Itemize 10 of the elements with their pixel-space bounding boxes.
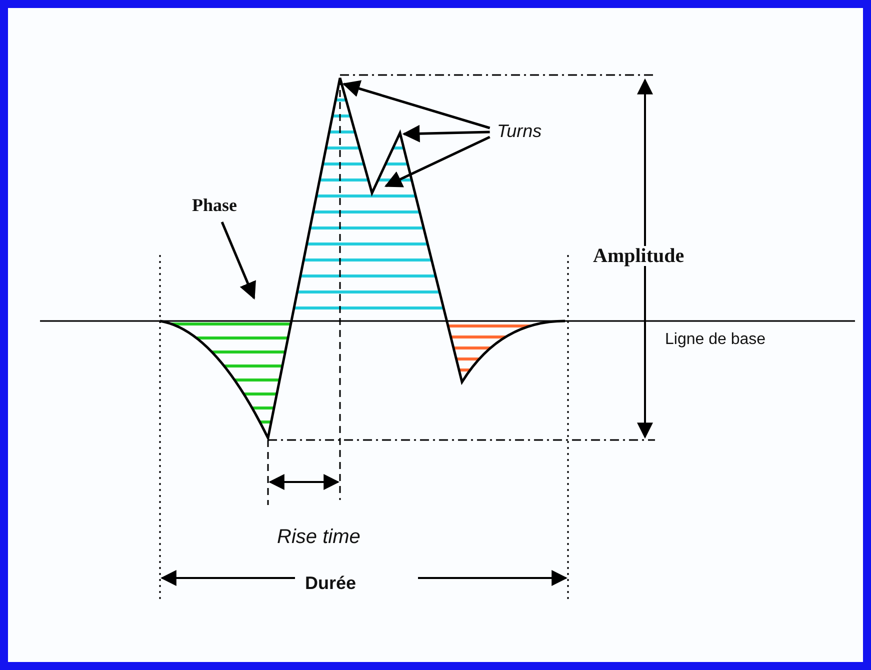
leader-arrow	[402, 124, 490, 142]
callout-text: Turns	[497, 122, 542, 140]
leader-arrow	[384, 136, 490, 188]
baseline-label: Ligne de base	[665, 332, 766, 348]
rise-time-label: Rise time	[277, 527, 360, 547]
leader-arrow	[342, 80, 490, 130]
leader-arrow	[220, 222, 256, 300]
duration-label: Durée	[305, 574, 356, 592]
callout-text: Phase	[192, 196, 237, 214]
amplitude-label: Amplitude	[593, 246, 684, 266]
